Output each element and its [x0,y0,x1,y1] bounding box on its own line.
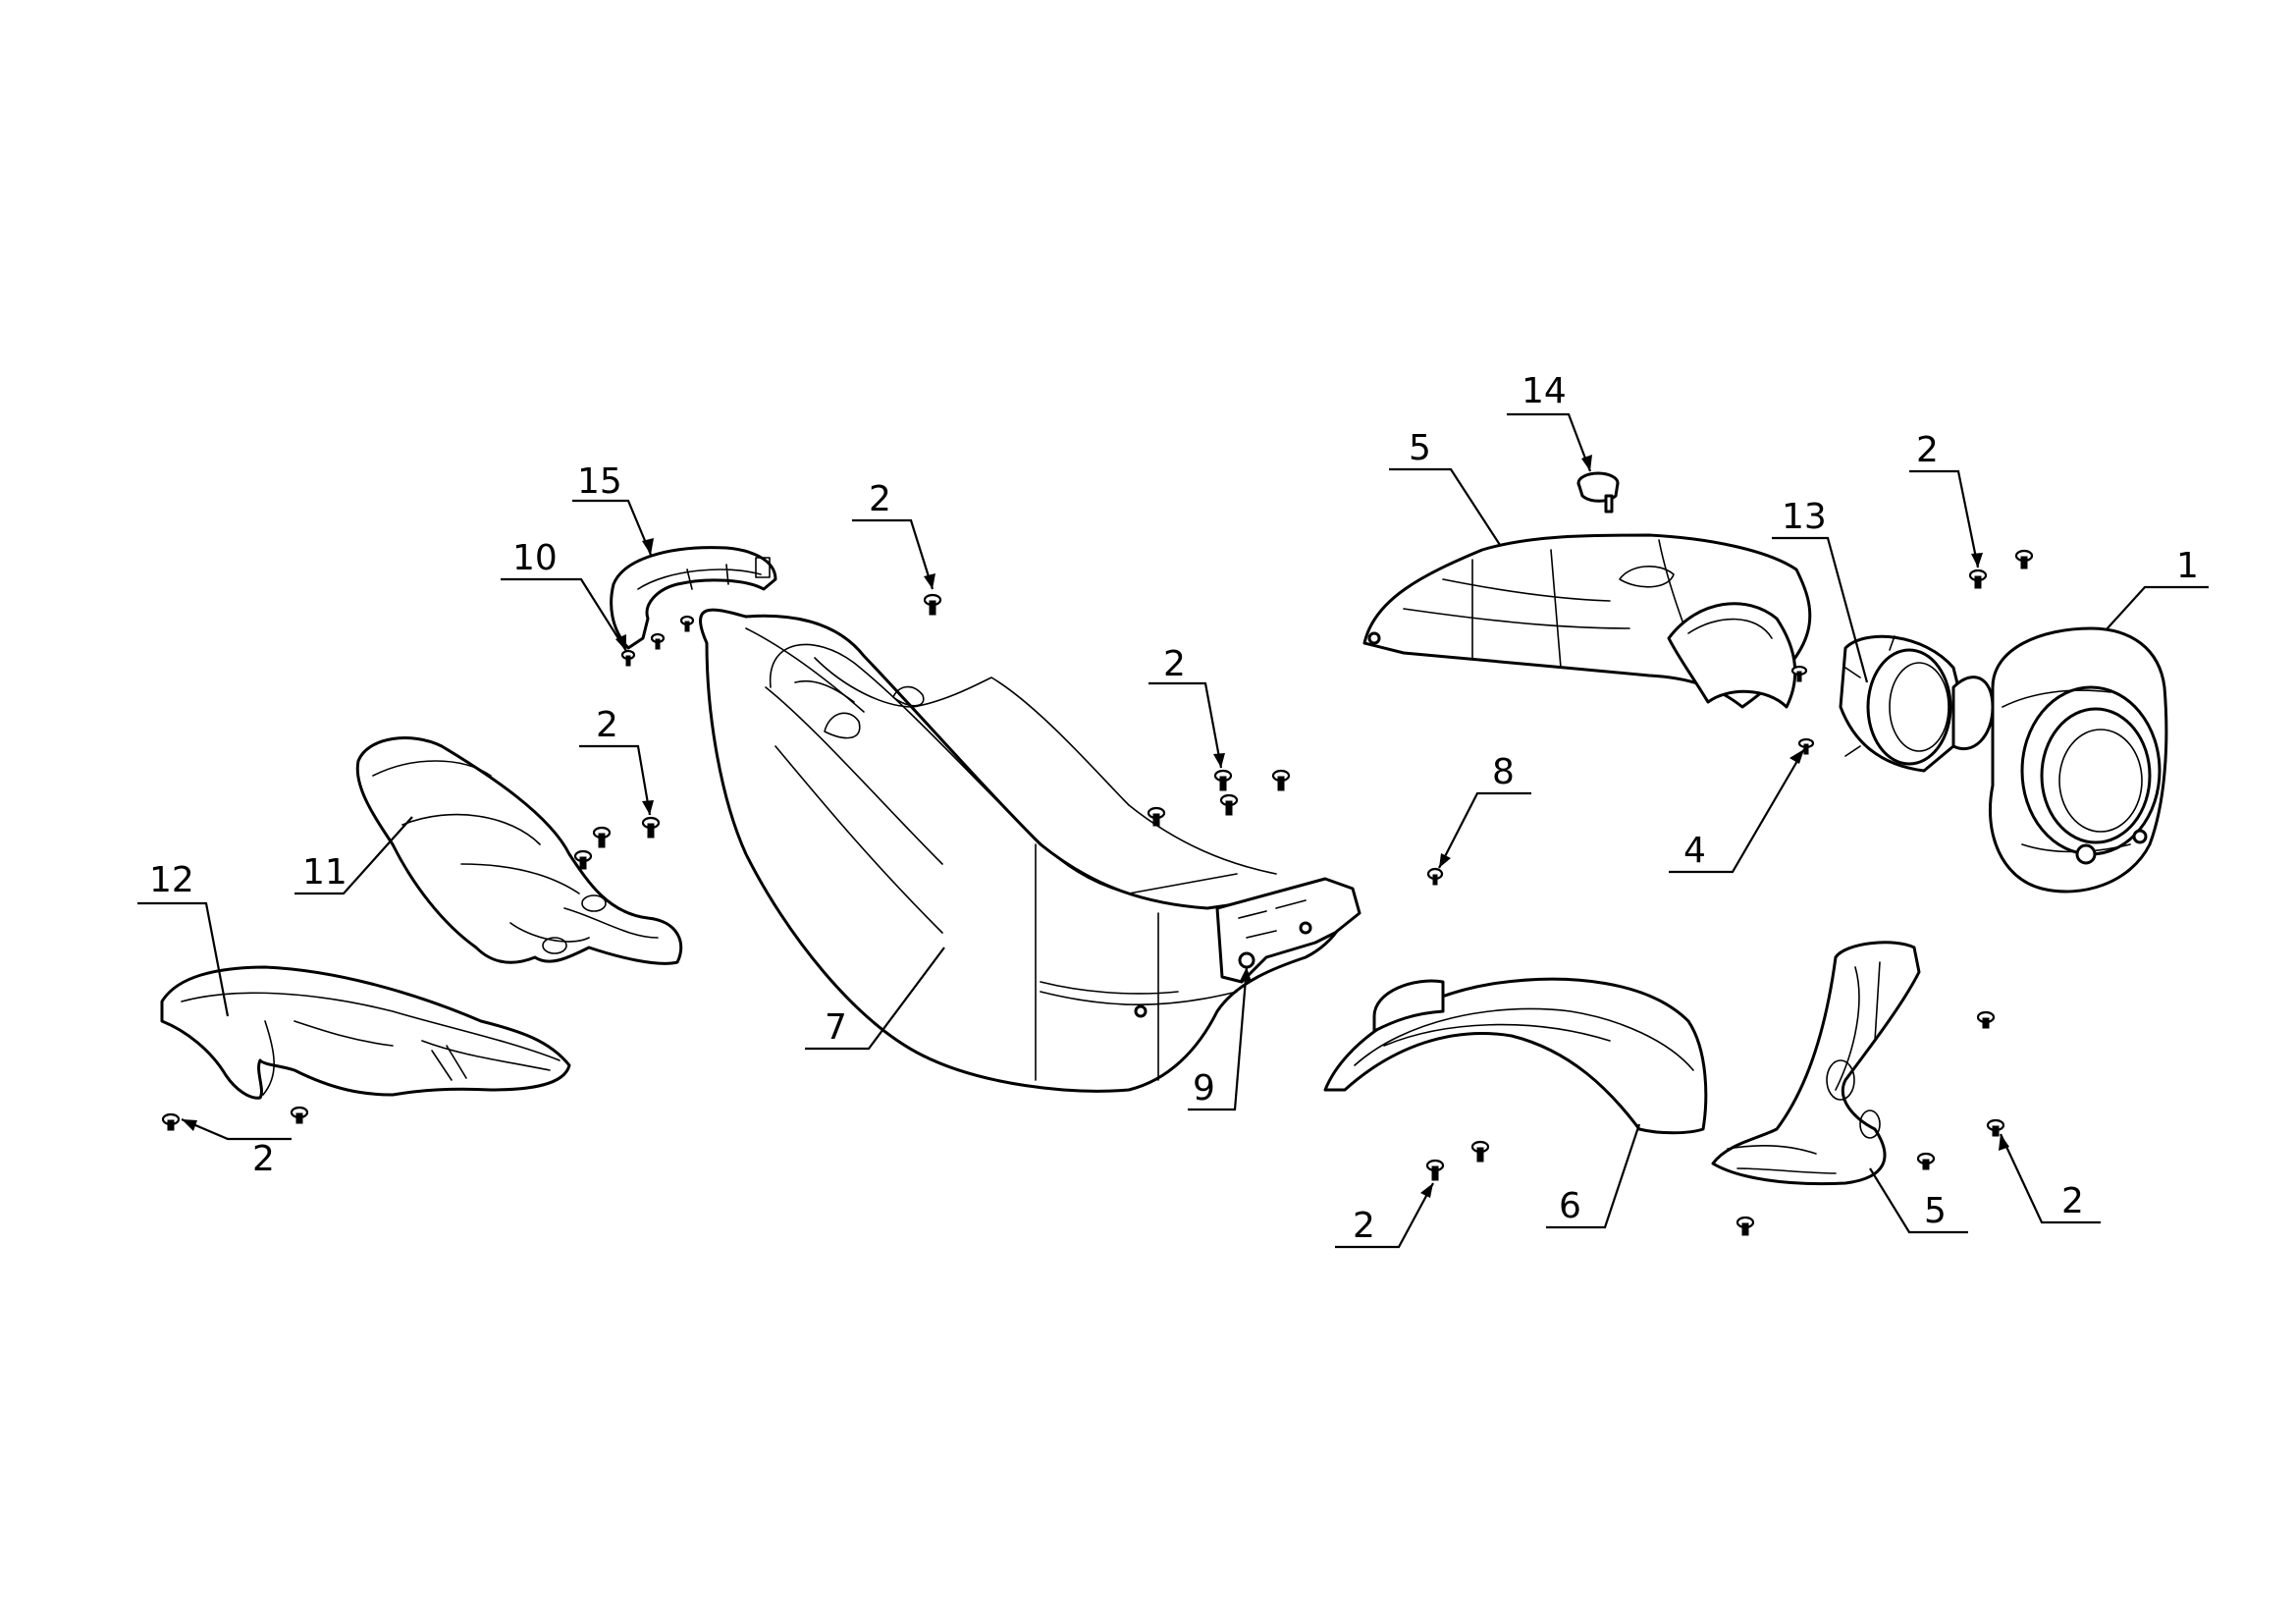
callout-11: 11 [302,852,347,893]
bolt [650,632,666,650]
bolt [592,826,612,848]
callout-2-rear-fender: 2 [596,705,618,745]
part-front-fender [1323,977,1708,1135]
callout-2-bottom-left: 2 [252,1139,275,1179]
bolt [620,649,636,667]
callout-1: 1 [2176,546,2199,586]
part-grab-handle [610,546,777,650]
bolt [1790,665,1808,682]
bolt [1976,1010,1996,1029]
bolt [573,849,593,870]
callout-8: 8 [1492,752,1515,792]
bolt [1147,806,1166,827]
part-fuel-cap [1576,471,1620,514]
bolt [1470,1140,1490,1163]
callout-2-bottom-center: 2 [1353,1206,1375,1246]
bolt [161,1112,181,1131]
callout-leaders [137,412,2209,1249]
callout-9: 9 [1193,1068,1215,1109]
bolt [1213,769,1233,791]
part-fuel-tank [1362,533,1812,709]
part-headlight [1839,626,2168,893]
bolt [1426,867,1444,886]
callout-labels: 15 10 2 2 2 11 12 2 7 9 14 5 13 2 1 4 8 … [149,371,2199,1246]
bolt [1735,1216,1755,1236]
callout-14: 14 [1522,371,1567,411]
fasteners [161,549,2034,1236]
bolt [1219,793,1239,816]
bolt [1986,1118,2005,1137]
bolt [2014,549,2034,569]
bolt [923,593,942,616]
callout-12: 12 [149,860,194,900]
bolt [1968,568,1988,589]
callout-7: 7 [825,1007,847,1048]
bolt [679,615,695,632]
callout-2-top-right: 2 [1916,430,1939,470]
bolt [1797,737,1815,755]
callout-6: 6 [1559,1186,1581,1226]
callout-13: 13 [1782,497,1827,537]
bolt [1916,1152,1936,1170]
callout-5: 5 [1924,1191,1947,1231]
part-chain-guard [160,965,571,1100]
bolt [290,1106,309,1124]
part-seat-body [699,608,1362,1093]
callout-2-bottom-right: 2 [2061,1181,2084,1221]
bolt [1271,769,1291,791]
callout-15: 15 [577,461,622,502]
callout-4: 5 [1409,428,1431,468]
callout-2-seat-right: 2 [1163,644,1186,684]
bolt [641,816,661,839]
part-rear-fender [355,736,683,965]
callout-10: 10 [512,538,558,578]
part-front-bracket [1711,941,1921,1186]
bolt [1425,1159,1445,1181]
callout-3: 4 [1683,831,1706,871]
callout-2-top-center: 2 [869,479,891,519]
